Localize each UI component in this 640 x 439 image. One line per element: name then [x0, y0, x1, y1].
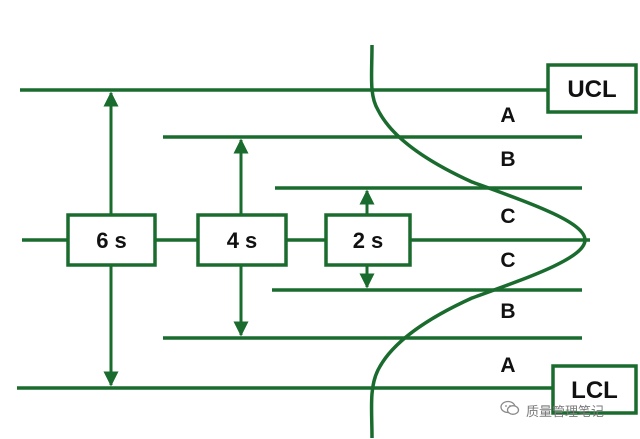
watermark: 质量管理笔记 [500, 400, 604, 420]
zone-label-upper-a: A [500, 104, 515, 127]
two-sigma-box: 2 s [324, 213, 412, 267]
ucl-label: UCL [567, 76, 616, 103]
lcl-box: LCL [551, 364, 638, 415]
two-sigma-label: 2 s [353, 228, 384, 253]
ucl-box: UCL [546, 63, 638, 114]
four-sigma-label: 4 s [227, 228, 258, 253]
six-sigma-label: 6 s [96, 228, 127, 253]
zone-label-lower-c: C [500, 249, 515, 272]
lcl-label: LCL [571, 377, 618, 404]
six-sigma-box: 6 s [66, 213, 157, 267]
wechat-icon [500, 400, 520, 420]
zone-label-lower-a: A [500, 354, 515, 377]
normal-distribution-curve [369, 44, 587, 439]
zone-label-upper-c: C [500, 205, 515, 228]
watermark-text: 质量管理笔记 [526, 404, 605, 420]
four-sigma-box: 4 s [196, 213, 288, 267]
zone-label-lower-b: B [500, 300, 515, 323]
zone-label-upper-b: B [500, 148, 515, 171]
